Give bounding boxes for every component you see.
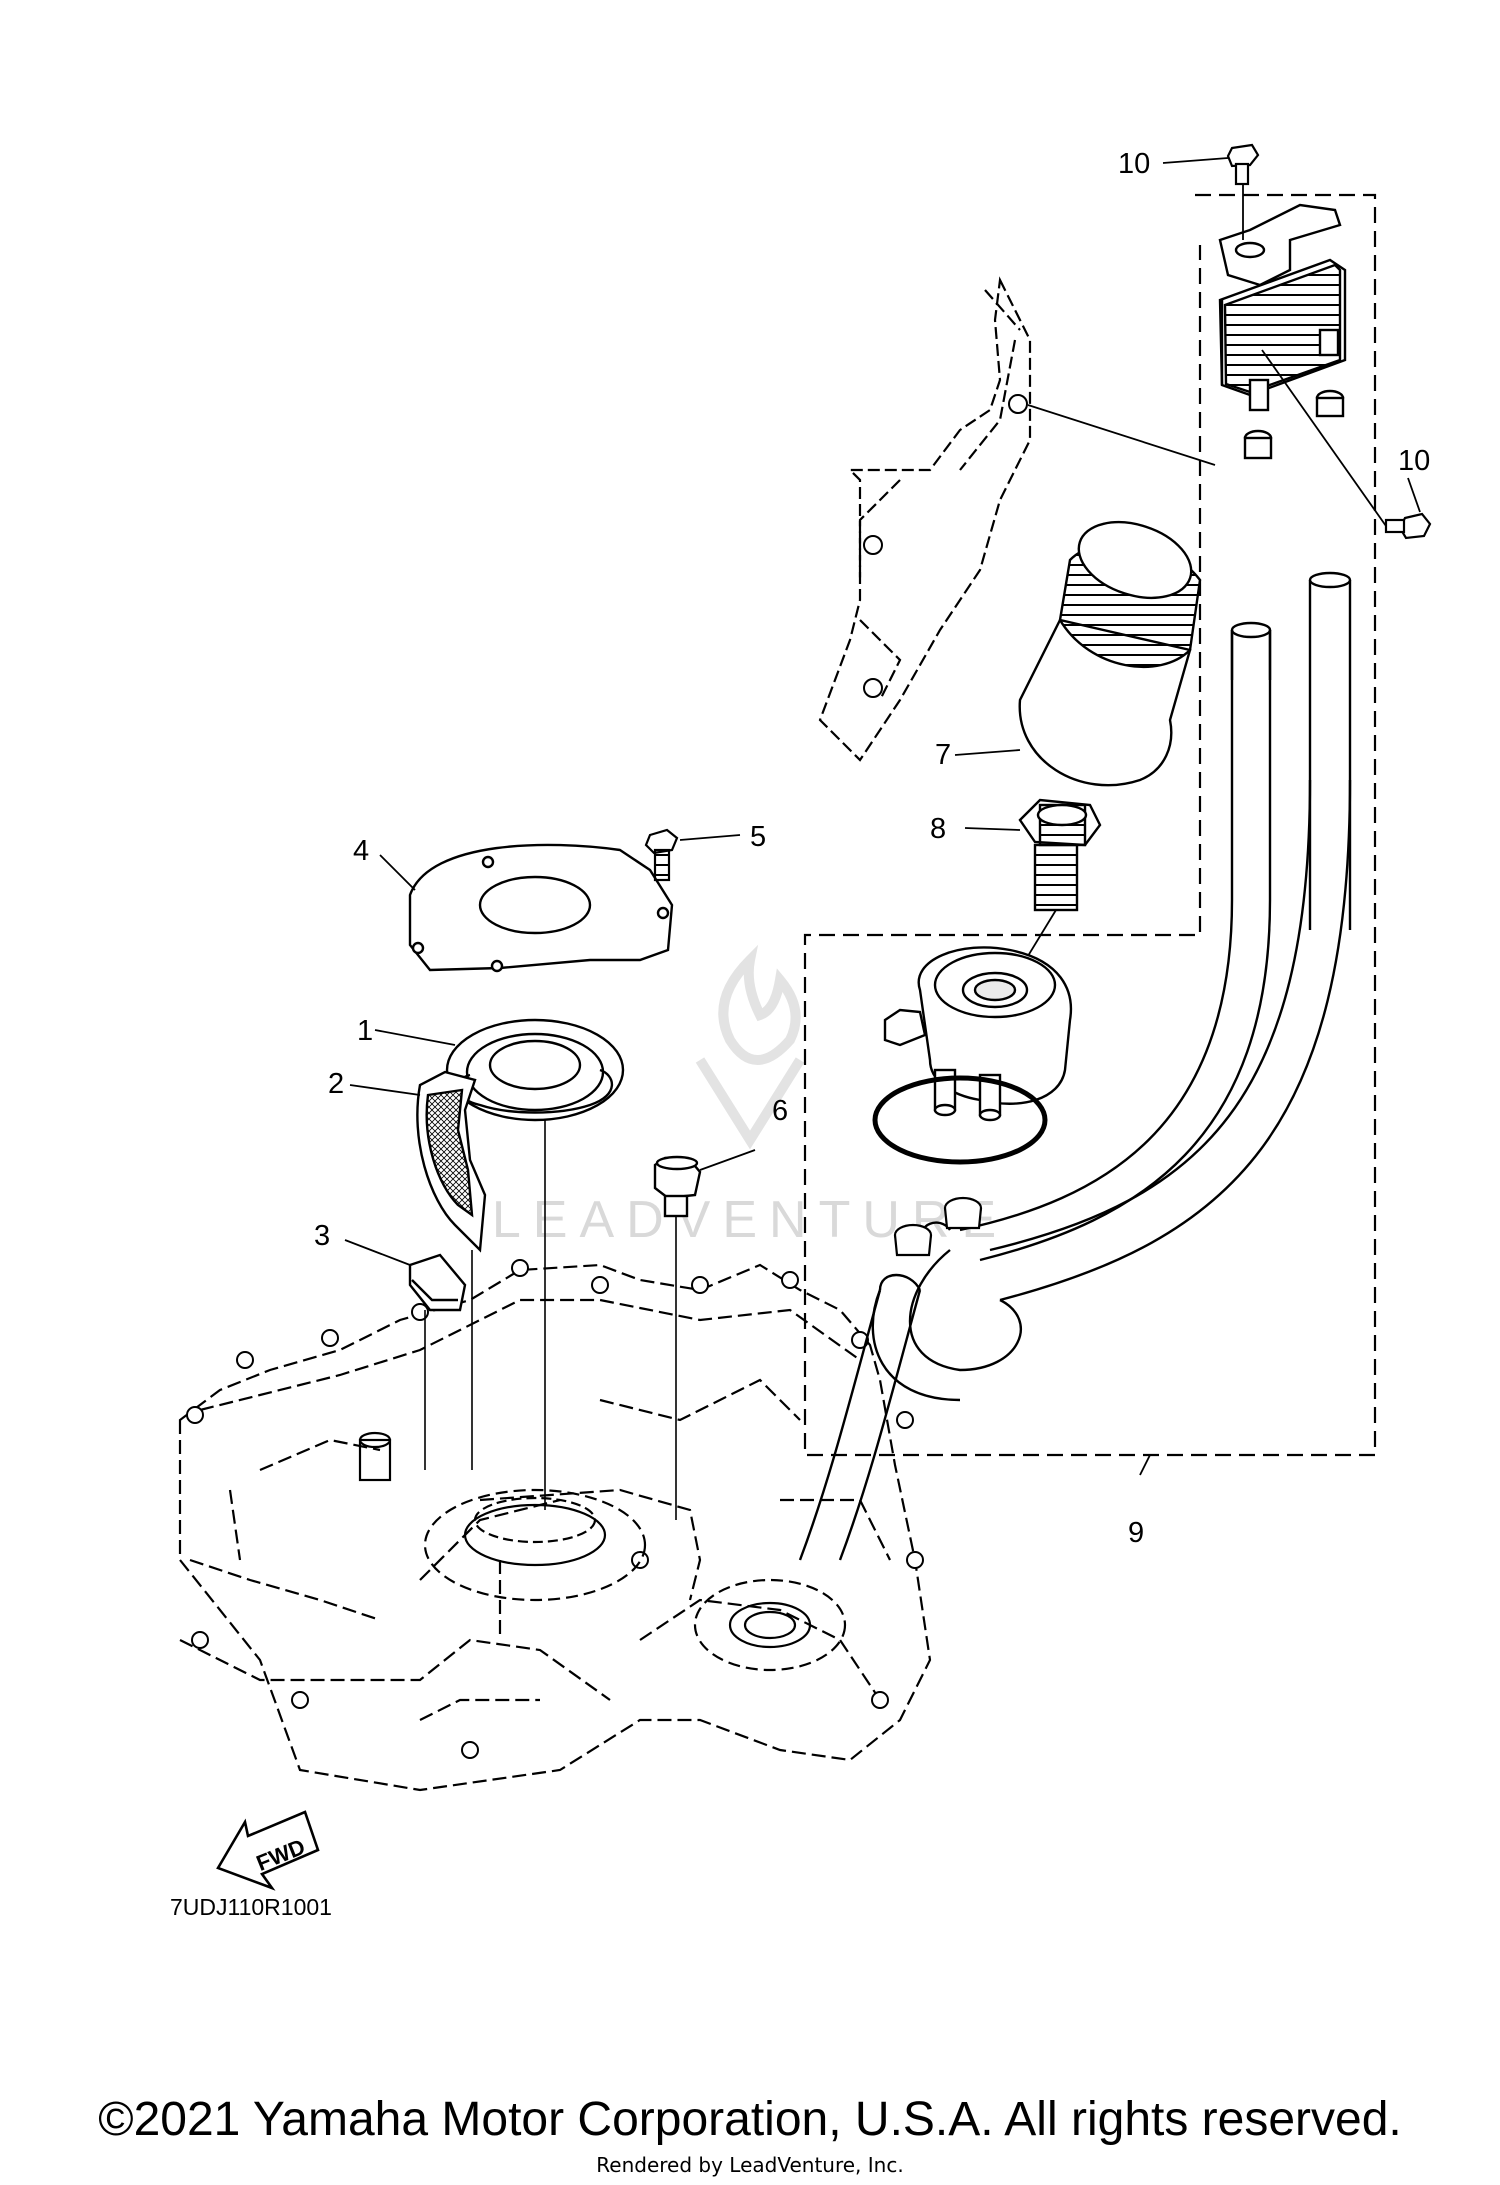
pump-rotor [445,1018,625,1122]
bracket-9-frame [803,193,1377,1457]
bolt-10-top [1226,143,1260,186]
adapter-hoses [798,1221,1022,1561]
cooler-leaders [1027,184,1387,527]
filter-adapter [883,946,1073,1122]
callout-5: 5 [750,821,766,853]
callout-6: 6 [772,1095,788,1127]
splash-guard [818,276,1032,762]
oil-cooler [1218,203,1347,412]
callout-10-right: 10 [1398,445,1430,477]
callout-1: 1 [357,1015,373,1047]
crankcase-bolt-holes [186,1259,924,1759]
callout-7: 7 [935,739,951,771]
callout-3: 3 [314,1220,330,1252]
callout-9: 9 [1128,1517,1144,1549]
adapter-hose-clamps [893,1196,983,1257]
bolt-5 [644,828,679,882]
callout-8: 8 [930,813,946,845]
damper-pad [408,1253,467,1312]
callout-10-top: 10 [1118,148,1150,180]
o-ring [872,1075,1048,1165]
pump-cover [408,843,674,973]
pump-recess [423,1488,647,1602]
crankcase-outline [178,1263,932,1792]
splash-guard-holes [863,394,1028,698]
callout-4: 4 [353,835,369,867]
oil-filter [1018,520,1202,787]
callout-leaders [344,157,1421,1476]
diagram-code: 7UDJ110R1001 [170,1894,332,1920]
copyright-notice: ©2021 Yamaha Motor Corporation, U.S.A. A… [98,2093,1402,2146]
callout-2: 2 [328,1068,344,1100]
fwd-arrow: FWD [216,1810,320,1891]
cooler-hoses [959,389,1352,1302]
watermark-logo [695,944,805,1150]
oil-strainer [416,1070,487,1253]
bolt-10-right [1384,512,1432,540]
callout-numbers: 1 2 3 4 5 6 7 8 9 10 10 [314,148,1430,1549]
union-bolt [1018,798,1102,912]
filter-mount-boss [693,1578,847,1672]
crankcase-boss [358,1431,392,1482]
plug-6 [653,1155,702,1218]
rendered-by-notice: Rendered by LeadVenture, Inc. [596,2153,904,2177]
